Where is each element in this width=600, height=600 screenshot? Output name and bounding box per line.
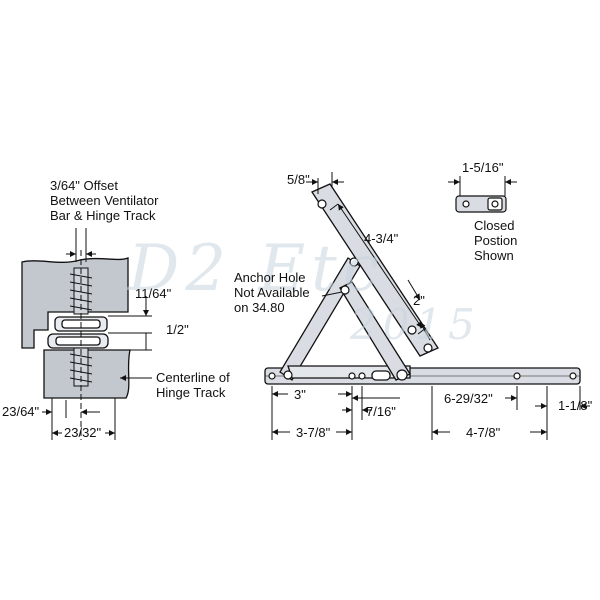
dim-1-2: 1/2" [166,322,189,337]
dim-4-3-4: 4-3/4" [364,231,399,246]
centerline-note: Centerline of Hinge Track [156,370,230,400]
dim-5-8: 5/8" [287,172,310,187]
offset-note-line-3: Bar & Hinge Track [50,208,156,223]
cross-section-view [21,228,152,440]
closed-caption-line-1: Closed [474,218,515,233]
closed-caption-line-3: Shown [474,248,514,263]
dim-23-32: 23/32" [64,425,102,440]
dim-6-29-32: 6-29/32" [444,391,493,406]
anchor-note-line-3: on 34.80 [234,300,285,315]
dim-23-64: 23/64" [2,404,40,419]
centerline-note-line-1: Centerline of [156,370,230,385]
watermark-sub: 2015 [350,300,481,349]
dim-1-5-16: 1-5/16" [462,160,504,175]
anchor-note-line-2: Not Available [234,285,310,300]
closed-position-inset [448,176,517,213]
dim-7-16: 7/16" [366,404,396,419]
dim-3: 3" [294,387,306,402]
dim-1-1-8: 1-1/8" [558,398,593,413]
watermark: D2 Etc [128,232,385,306]
closed-caption-line-2: Postion [474,233,518,248]
closed-caption: Closed Postion Shown [474,218,517,263]
offset-note-line-1: 3/64" Offset [50,178,118,193]
dim-2: 2" [413,293,425,308]
anchor-note: Anchor Hole Not Available on 34.80 [234,270,310,315]
anchor-note-line-1: Anchor Hole [234,270,306,285]
dim-4-7-8: 4-7/8" [466,425,501,440]
hinge-dimensions [271,172,590,440]
centerline-note-line-2: Hinge Track [156,385,226,400]
offset-note-line-2: Between Ventilator [50,193,159,208]
dim-3-7-8: 3-7/8" [296,425,331,440]
offset-note: 3/64" Offset Between Ventilator Bar & Hi… [50,178,158,223]
dim-11-64: 11/64" [135,286,172,301]
